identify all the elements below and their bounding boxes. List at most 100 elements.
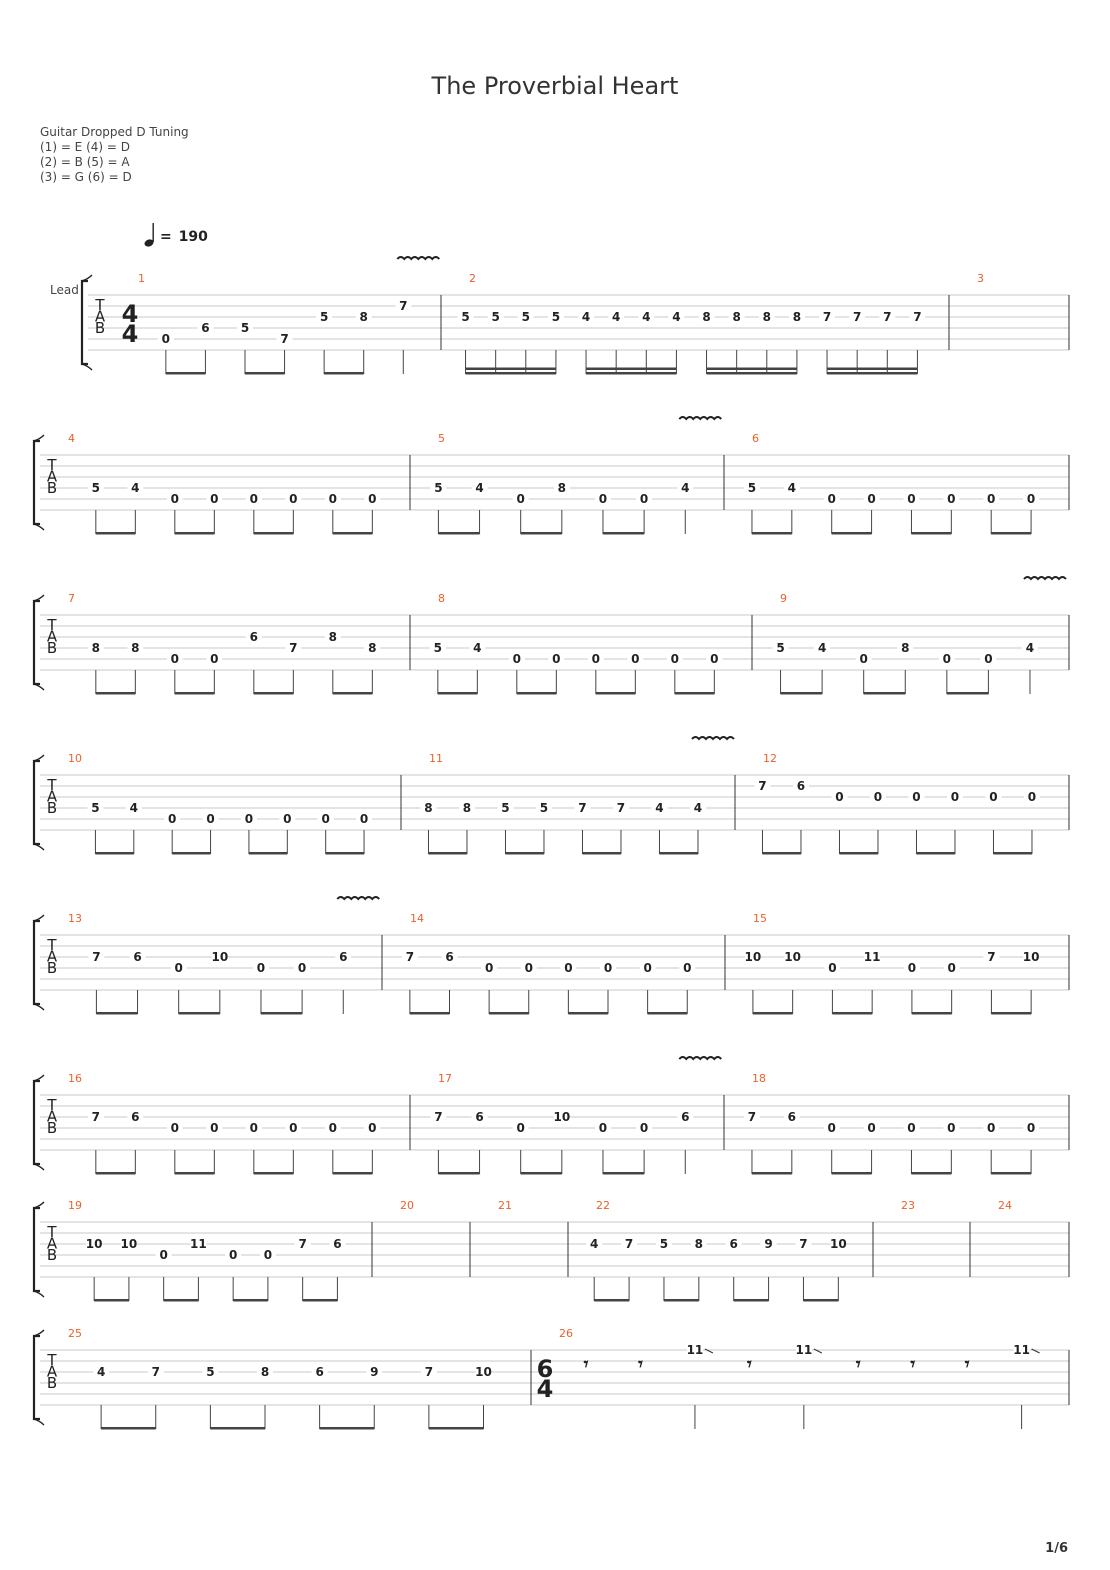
fret-number: 0: [485, 961, 493, 975]
fret-note-bg: [279, 813, 296, 825]
fret-number: 0: [947, 1121, 955, 1135]
tuning-line: (3) = G (6) = D: [40, 170, 132, 184]
vibrato-mark: [691, 736, 735, 741]
note-beam: [165, 372, 206, 375]
fret-number: 8: [329, 630, 337, 644]
fret-note-bg: [497, 802, 514, 814]
note-beam: [174, 1172, 215, 1175]
fret-number: 0: [289, 492, 297, 506]
fret-note-bg: [638, 311, 655, 323]
fret-number: 0: [525, 961, 533, 975]
fret-number: 5: [320, 310, 328, 324]
note-beam: [163, 1299, 199, 1302]
fret-note-bg: [1023, 791, 1040, 803]
fret-number: 5: [434, 641, 442, 655]
fret-note-bg: [795, 1238, 812, 1250]
fret-note-bg: [754, 780, 771, 792]
measure-number: 5: [438, 432, 445, 445]
tempo-bpm: 190: [178, 229, 208, 245]
fret-number: 0: [987, 1121, 995, 1135]
fret-number: 7: [617, 801, 625, 815]
measure-number: 4: [68, 432, 75, 445]
fret-note-bg: [469, 642, 486, 654]
fret-number: 0: [710, 652, 718, 666]
system-bracket: [33, 843, 45, 851]
fret-number: 7: [289, 641, 297, 655]
fret-number: 7: [152, 1365, 160, 1379]
fret-note-bg: [784, 951, 801, 963]
fret-number: 0: [947, 961, 955, 975]
fret-note-bg: [285, 493, 302, 505]
fret-number: 0: [828, 961, 836, 975]
fret-number: 8: [695, 1237, 703, 1251]
fret-number: 0: [283, 812, 291, 826]
fret-note-bg: [823, 493, 840, 505]
fret-number: 0: [250, 1121, 258, 1135]
time-signature-numerator: 6: [537, 1355, 554, 1383]
fret-number: 0: [517, 1121, 525, 1135]
fret-number: 4: [681, 481, 689, 495]
note-beam: [95, 1172, 136, 1175]
fret-note-bg: [430, 1111, 447, 1123]
note-beam: [751, 532, 792, 535]
fret-number: 0: [159, 1248, 167, 1262]
fret-note-bg: [983, 1122, 1000, 1134]
fret-note-bg: [311, 1366, 328, 1378]
tab-clef-letter: A: [47, 1108, 58, 1126]
fret-number: 0: [835, 790, 843, 804]
fret-note-bg: [728, 311, 745, 323]
fret-note-bg: [594, 493, 611, 505]
fret-note-bg: [668, 311, 685, 323]
fret-note-bg: [783, 1111, 800, 1123]
vibrato-mark: [1023, 576, 1067, 581]
fret-note-bg: [908, 791, 925, 803]
fret-number: 8: [558, 481, 566, 495]
fret-number: 11: [687, 1343, 704, 1357]
measure-number: 8: [438, 592, 445, 605]
tab-clef-letter: T: [46, 616, 57, 634]
fret-number: 7: [758, 779, 766, 793]
fret-note-bg: [276, 333, 293, 345]
note-beam: [991, 532, 1032, 535]
fret-note-bg: [824, 962, 841, 974]
fret-note-bg: [475, 1366, 492, 1378]
fret-note-bg: [909, 311, 926, 323]
fret-note-bg: [903, 1122, 920, 1134]
fret-number: 5: [91, 801, 99, 815]
fret-note-bg: [520, 962, 537, 974]
fret-note-bg: [86, 1238, 103, 1250]
fret-note-bg: [317, 813, 334, 825]
note-beam: [465, 367, 556, 370]
tab-clef-letter: A: [47, 1363, 58, 1381]
fret-note-bg: [783, 482, 800, 494]
system-bracket: [33, 1290, 45, 1298]
note-beam: [831, 532, 872, 535]
quarter-note-icon: [144, 222, 158, 252]
fret-note-bg: [364, 493, 381, 505]
fret-note-bg: [706, 653, 723, 665]
fret-number: 0: [298, 961, 306, 975]
measure-number: 7: [68, 592, 75, 605]
fret-note-bg: [87, 1111, 104, 1123]
note-beam: [332, 692, 373, 695]
fret-note-bg: [814, 642, 831, 654]
fret-note-bg: [256, 1366, 273, 1378]
system-bracket: [80, 279, 88, 366]
fret-number: 4: [97, 1365, 105, 1379]
note-beam: [325, 852, 365, 855]
system-bracket: [33, 1201, 45, 1209]
note-beam: [244, 372, 285, 375]
fret-note-bg: [471, 482, 488, 494]
fret-note-bg: [127, 1111, 144, 1123]
fret-note-bg: [792, 780, 809, 792]
fret-number: 10: [211, 950, 228, 964]
tab-clef-letter: A: [95, 308, 106, 326]
fret-note-bg: [772, 642, 789, 654]
fret-note-bg: [943, 493, 960, 505]
fret-number: 0: [867, 492, 875, 506]
fret-number: 0: [171, 1121, 179, 1135]
eighth-rest-icon: 𝄾: [638, 1354, 643, 1375]
fret-number: 5: [491, 310, 499, 324]
tab-clef-letter: T: [46, 776, 57, 794]
fret-note-bg: [823, 1122, 840, 1134]
